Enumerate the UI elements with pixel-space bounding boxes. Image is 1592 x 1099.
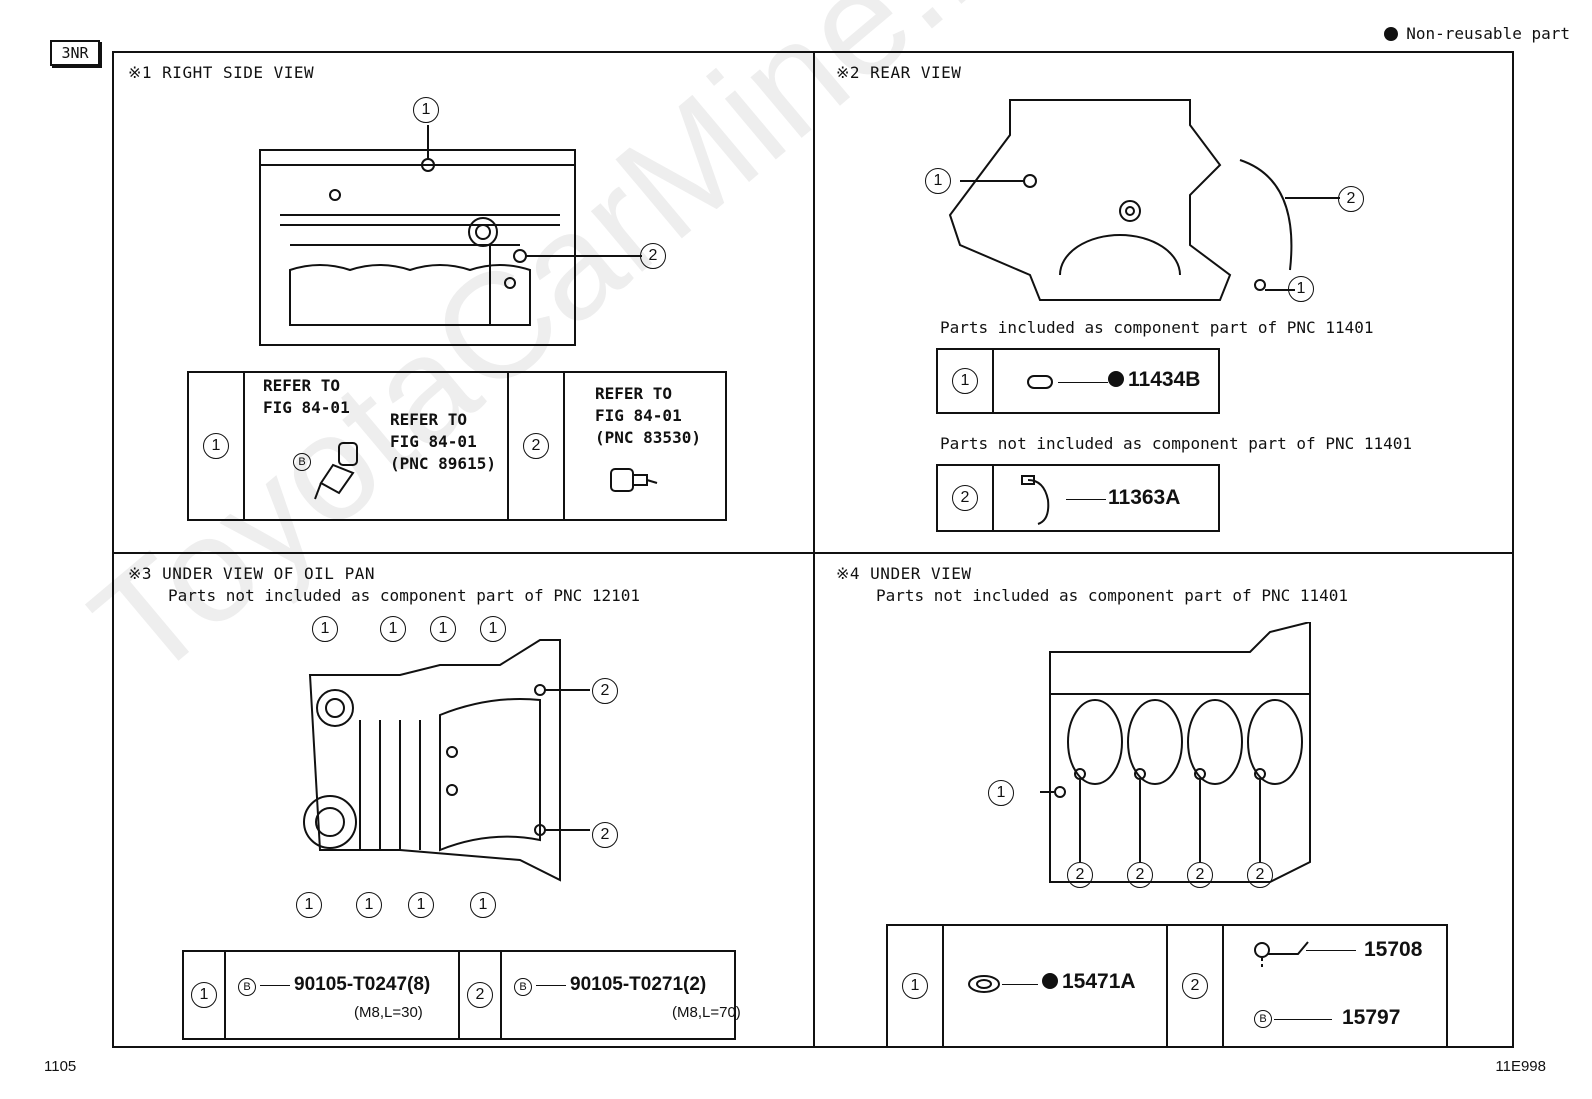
- row-1-part: B 90105-T0247(8) (M8,L=30): [224, 950, 460, 1040]
- bolt-b-icon: B: [514, 978, 532, 996]
- row-1-index: 1: [886, 924, 944, 1048]
- legend: Non-reusable part: [1384, 24, 1570, 43]
- rear-parts-table-2: 2 11363A: [936, 464, 1220, 532]
- note-parts-not-included: Parts not included as component part of …: [940, 434, 1413, 453]
- row-2-index: 2: [458, 950, 502, 1040]
- non-reusable-dot-icon: [1384, 27, 1399, 41]
- part-15471a: 15471A: [1062, 970, 1136, 993]
- ref-pnc-83530: REFER TO FIG 84-01 (PNC 83530): [595, 384, 701, 447]
- rear-view-drawing: [948, 99, 1340, 301]
- rear-parts-table-1: 1 11434B: [936, 348, 1220, 414]
- figure-code: 11E998: [1495, 1058, 1546, 1075]
- row-1-index: 1: [936, 348, 994, 414]
- callout-1: 1: [408, 892, 434, 918]
- row-2-index: 2: [1166, 924, 1224, 1048]
- row-2-part: B 90105-T0271(2) (M8,L=70): [500, 950, 741, 1040]
- note-oil-pan: Parts not included as component part of …: [168, 586, 641, 605]
- page-number: 1105: [44, 1058, 77, 1075]
- row-1-refs: REFER TO FIG 84-01 REFER TO FIG 84-01 (P…: [243, 371, 509, 521]
- oil-jet-icon: [1021, 475, 1050, 525]
- right-side-parts-table: 1 REFER TO FIG 84-01 REFER TO FIG 84-01 …: [187, 371, 727, 521]
- horizontal-divider: [112, 552, 1514, 554]
- callout-1: 1: [1288, 276, 1314, 302]
- oil-pressure-switch-icon: [610, 468, 658, 492]
- part-90105-t0271: 90105-T0271(2): [570, 974, 707, 995]
- row-1-part: 11434B: [992, 348, 1220, 414]
- part-15797: 15797: [1342, 1006, 1401, 1029]
- callout-1: 1: [925, 168, 951, 194]
- row-2-part: 15708 B 15797: [1222, 924, 1448, 1048]
- callout-2: 2: [1127, 862, 1153, 888]
- seal-ring-icon: [968, 975, 1000, 993]
- callout-1: 1: [296, 892, 322, 918]
- callout-2: 2: [640, 243, 666, 269]
- row-2-index: 2: [507, 371, 565, 521]
- callout-2: 2: [592, 678, 618, 704]
- panel-title-oil-pan: ※3 UNDER VIEW OF OIL PAN: [128, 564, 375, 583]
- under-view-drawing: [1040, 622, 1311, 883]
- under-parts-table: 1 15471A 2 15708 B 15797: [886, 924, 1448, 1048]
- part-15708: 15708: [1364, 938, 1423, 961]
- model-tag: 3NR: [50, 40, 100, 66]
- row-1-index: 1: [187, 371, 245, 521]
- ref-pnc-89615: REFER TO FIG 84-01 (PNC 89615): [390, 410, 496, 473]
- vertical-divider: [813, 51, 815, 1048]
- panel-title-rear: ※2 REAR VIEW: [836, 63, 962, 82]
- part-2-spec: (M8,L=70): [672, 1004, 741, 1021]
- callout-1: 1: [430, 616, 456, 642]
- part-90105-t0247: 90105-T0247(8): [294, 974, 431, 995]
- panel-title-right-side: ※1 RIGHT SIDE VIEW: [128, 63, 315, 82]
- legend-label: Non-reusable part: [1406, 24, 1570, 43]
- callout-1: 1: [312, 616, 338, 642]
- bolt-b-icon: B: [293, 453, 311, 471]
- callout-1: 1: [356, 892, 382, 918]
- callout-1: 1: [413, 97, 439, 123]
- row-2-part: 11363A: [992, 464, 1220, 532]
- oil-nozzle-icon: [1254, 941, 1309, 970]
- dowel-pin-icon: [1027, 375, 1053, 389]
- bolt-b-icon: B: [238, 978, 256, 996]
- sensor-icon: [314, 442, 358, 500]
- part-11363a: 11363A: [1108, 486, 1181, 509]
- callout-1: 1: [988, 780, 1014, 806]
- callout-2: 2: [592, 822, 618, 848]
- callout-1: 1: [470, 892, 496, 918]
- callout-2: 2: [1338, 186, 1364, 212]
- row-2-index: 2: [936, 464, 994, 532]
- callout-1: 1: [380, 616, 406, 642]
- part-11434b: 11434B: [1128, 368, 1201, 391]
- callout-2: 2: [1067, 862, 1093, 888]
- note-parts-included: Parts included as component part of PNC …: [940, 318, 1374, 337]
- oil-pan-parts-table: 1 B 90105-T0247(8) (M8,L=30) 2 B 90105-T02…: [182, 950, 741, 1040]
- right-side-view-drawing: [259, 125, 642, 346]
- bolt-b-icon: B: [1254, 1010, 1272, 1028]
- oil-pan-view-drawing: [303, 639, 590, 882]
- row-1-index: 1: [182, 950, 226, 1040]
- ref-fig-84-01: REFER TO FIG 84-01: [263, 376, 350, 417]
- note-under: Parts not included as component part of …: [876, 586, 1349, 605]
- callout-2: 2: [1247, 862, 1273, 888]
- row-2-refs: REFER TO FIG 84-01 (PNC 83530): [563, 371, 727, 521]
- part-1-spec: (M8,L=30): [354, 1004, 423, 1021]
- panel-title-under: ※4 UNDER VIEW: [836, 564, 972, 583]
- row-1-part: 15471A: [942, 924, 1168, 1048]
- callout-1: 1: [480, 616, 506, 642]
- callout-2: 2: [1187, 862, 1213, 888]
